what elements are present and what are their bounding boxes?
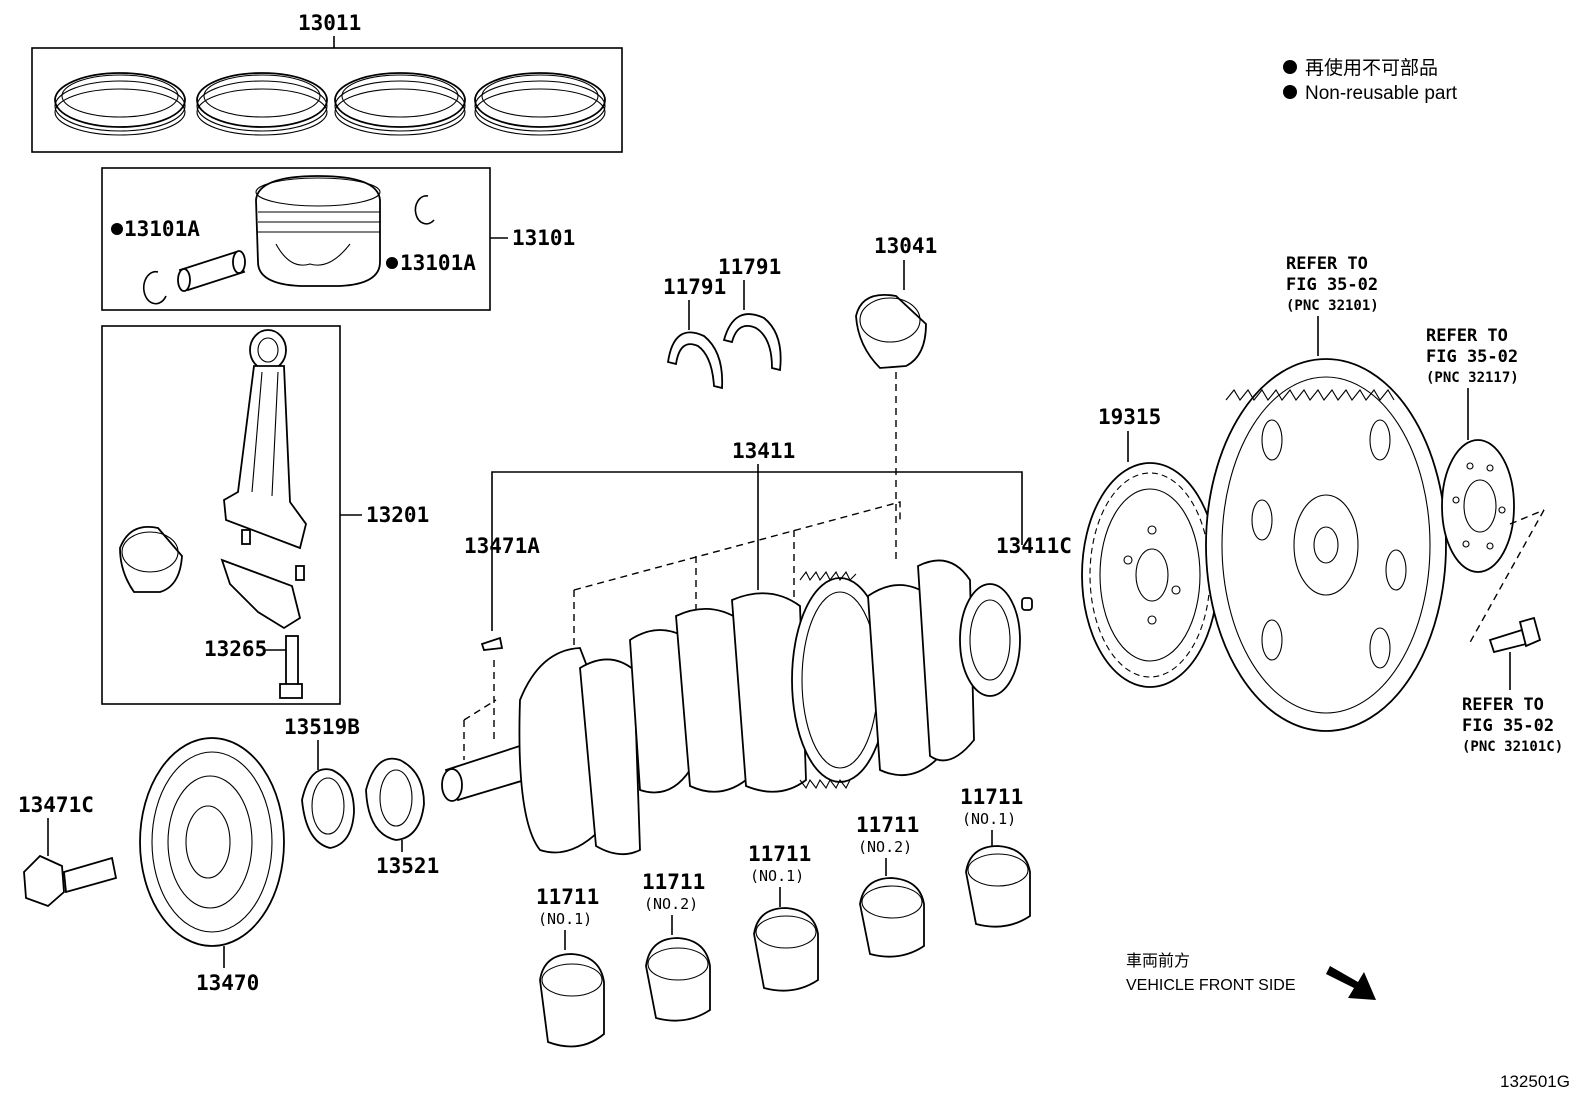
thrust-washers: 11791 11791 <box>663 255 782 390</box>
bearing-note: (NO.1) <box>750 867 804 885</box>
label-11791-a: 11791 <box>663 275 726 299</box>
bearing-pn: 11711 <box>960 785 1023 809</box>
crank-sprockets: 13519B 13521 <box>284 715 439 878</box>
non-reusable-dot-icon <box>1283 85 1297 99</box>
front-jp: 車両前方 <box>1126 952 1190 970</box>
front-en: VEHICLE FRONT SIDE <box>1126 977 1296 994</box>
piston-ring-icon <box>54 72 186 136</box>
front-arrow-icon <box>1326 966 1376 1000</box>
non-reusable-dot-icon <box>1283 60 1297 74</box>
bearing-note: (NO.2) <box>858 838 912 856</box>
label-13101A-left: 13101A <box>124 217 200 241</box>
bearing-note: (NO.1) <box>538 910 592 928</box>
crankshaft-assembly: 13411 13471A 13411C <box>441 439 1072 856</box>
ref-3-line1: REFER TO <box>1462 695 1544 715</box>
piston-pin-icon <box>177 250 246 292</box>
ref-1-line1: REFER TO <box>1286 254 1368 274</box>
label-13519B: 13519B <box>284 715 360 739</box>
piston-ring-icon <box>196 72 328 136</box>
piston-icon <box>255 175 381 287</box>
sprocket-icon <box>301 768 355 849</box>
pulley-bolt-icon <box>23 854 118 908</box>
thrust-washer-icon <box>666 331 724 390</box>
crank-pulley-icon <box>139 737 285 947</box>
bearing-pn: 11711 <box>748 842 811 866</box>
label-13101: 13101 <box>512 226 575 250</box>
snap-ring-icon <box>414 195 435 225</box>
ref-1-line3: (PNC 32101) <box>1286 298 1379 314</box>
ref-2-line2: FIG 35-02 <box>1426 347 1518 367</box>
ref-3-line2: FIG 35-02 <box>1462 716 1554 736</box>
flywheel-bolt-icon <box>1488 616 1542 654</box>
crank-pulley-group: 13470 13471C <box>18 737 285 995</box>
legend-jp: 再使用不可部品 <box>1305 57 1438 79</box>
bearing-note: (NO.1) <box>962 810 1016 828</box>
ref-3-line3: (PNC 32101C) <box>1462 739 1563 755</box>
label-13470: 13470 <box>196 971 259 995</box>
bearing-pn: 11711 <box>856 813 919 837</box>
label-13041: 13041 <box>874 234 937 258</box>
piston-box <box>101 167 491 311</box>
rod-bolt-icon <box>279 635 303 699</box>
main-bearing-5: 11711 (NO.1) <box>960 785 1031 928</box>
piston-assembly: 13101 13101A 13101A <box>101 167 575 311</box>
figure-id: 132501G <box>1500 1072 1570 1091</box>
connecting-rod-icon <box>220 329 307 630</box>
label-13471A: 13471A <box>464 534 540 558</box>
label-13471C: 13471C <box>18 793 94 817</box>
label-19315: 19315 <box>1098 405 1161 429</box>
label-11791-b: 11791 <box>718 255 781 279</box>
piston-ring-box <box>31 47 623 153</box>
timing-rotor: 19315 <box>1081 405 1219 688</box>
ref-2-line1: REFER TO <box>1426 326 1508 346</box>
thrust-washer-icon <box>722 313 782 372</box>
sprocket-icon <box>365 757 425 841</box>
ref-2-line3: (PNC 32117) <box>1426 370 1519 386</box>
key-icon <box>480 636 504 651</box>
rod-bearing-icon <box>119 526 183 593</box>
label-13265: 13265 <box>204 637 267 661</box>
connecting-rod-assembly: 13201 13265 <box>101 325 429 705</box>
legend: 再使用不可部品 Non-reusable part <box>1283 57 1458 104</box>
spacer-plate-icon <box>1441 439 1515 573</box>
pin-icon <box>1021 597 1033 611</box>
main-bearing-2: 11711 (NO.2) <box>642 870 711 1022</box>
bearing-shell-icon <box>645 937 711 1022</box>
crankshaft-icon <box>441 559 1021 856</box>
label-13411C: 13411C <box>996 534 1072 558</box>
bearing-pn: 11711 <box>536 885 599 909</box>
legend-en: Non-reusable part <box>1305 83 1458 104</box>
label-13011: 13011 <box>298 11 361 35</box>
bearing-shell-icon <box>855 294 927 369</box>
bearing-shell-icon <box>753 907 819 992</box>
non-reusable-dot-icon <box>111 223 123 235</box>
piston-ring-set: 13011 <box>31 11 623 153</box>
non-reusable-dot-icon <box>386 257 398 269</box>
label-13411: 13411 <box>732 439 795 463</box>
drive-plate-icon <box>1205 358 1447 732</box>
main-bearing-3: 11711 (NO.1) <box>748 842 819 992</box>
piston-ring-icon <box>474 72 606 136</box>
label-13521: 13521 <box>376 854 439 878</box>
timing-rotor-icon <box>1081 462 1219 688</box>
label-13201: 13201 <box>366 503 429 527</box>
bearing-pn: 11711 <box>642 870 705 894</box>
vehicle-front-indicator: 車両前方 VEHICLE FRONT SIDE <box>1126 952 1376 1000</box>
main-bearings: 11711 (NO.1) 11711 (NO.2) 11711 (NO.1) 1… <box>536 785 1031 1048</box>
main-bearing-4: 11711 (NO.2) <box>856 813 925 958</box>
bearing-shell-icon <box>859 877 925 958</box>
crank-bearing-upper: 13041 <box>855 234 937 560</box>
ref-1-line2: FIG 35-02 <box>1286 275 1378 295</box>
bearing-note: (NO.2) <box>644 895 698 913</box>
snap-ring-icon <box>142 270 167 305</box>
label-13101A-right: 13101A <box>400 251 476 275</box>
drive-plate-group: REFER TO FIG 35-02 (PNC 32101) REFER TO … <box>1205 254 1563 755</box>
piston-ring-icon <box>334 72 466 136</box>
main-bearing-1: 11711 (NO.1) <box>536 885 605 1048</box>
bearing-shell-icon <box>539 953 605 1048</box>
